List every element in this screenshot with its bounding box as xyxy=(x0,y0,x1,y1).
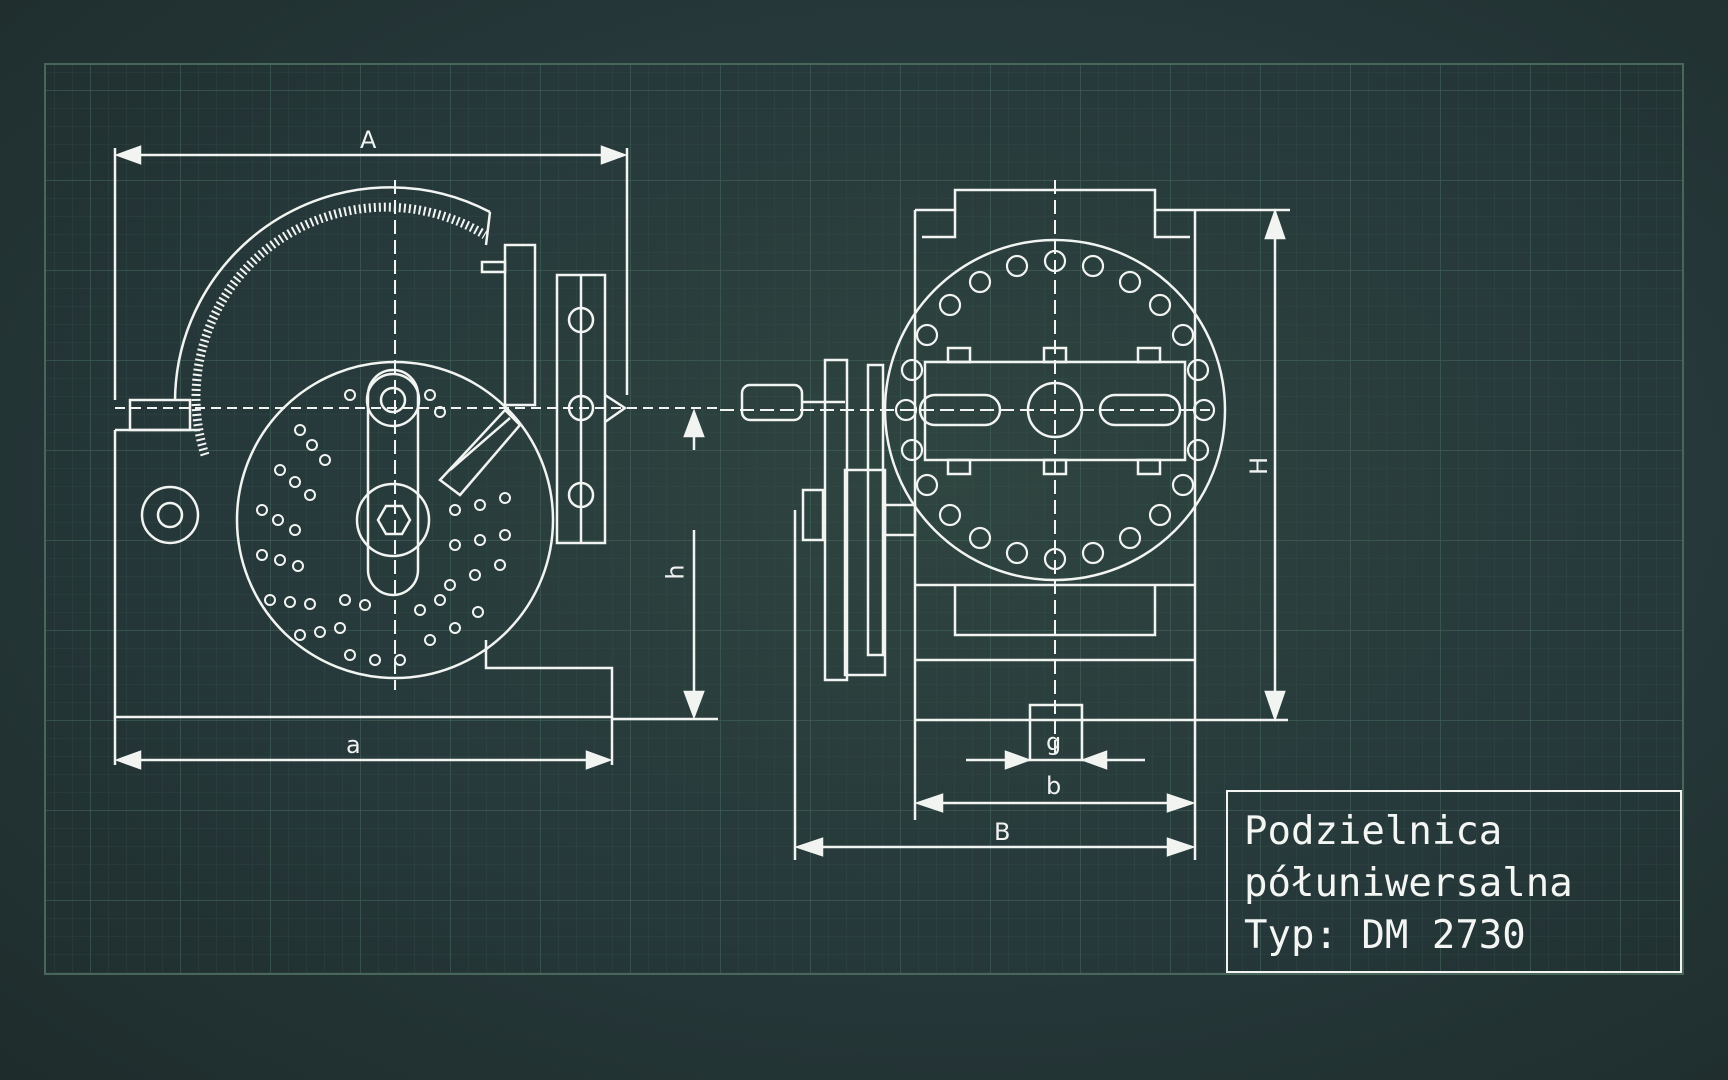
dimension-label-g: g xyxy=(1046,728,1062,756)
right-front-view xyxy=(720,180,1290,860)
dimension-label-A: A xyxy=(360,126,377,154)
dimension-label-a: a xyxy=(346,731,361,759)
dimension-label-b: b xyxy=(1046,772,1062,800)
index-hole-pattern xyxy=(256,389,511,666)
dimension-label-H: H xyxy=(1245,456,1274,476)
grid-sheet xyxy=(44,63,1684,975)
dimension-label-B: B xyxy=(994,818,1011,846)
left-side-view xyxy=(113,145,720,770)
dimension-label-h: h xyxy=(661,564,690,580)
title-line-2: półuniwersalna xyxy=(1244,861,1573,906)
title-block: Podzielnica półuniwersalna Typ: DM 2730 xyxy=(1226,790,1682,973)
title-line-3: Typ: DM 2730 xyxy=(1244,913,1526,958)
title-line-1: Podzielnica xyxy=(1244,809,1503,854)
flange-bolt-holes xyxy=(894,249,1216,571)
